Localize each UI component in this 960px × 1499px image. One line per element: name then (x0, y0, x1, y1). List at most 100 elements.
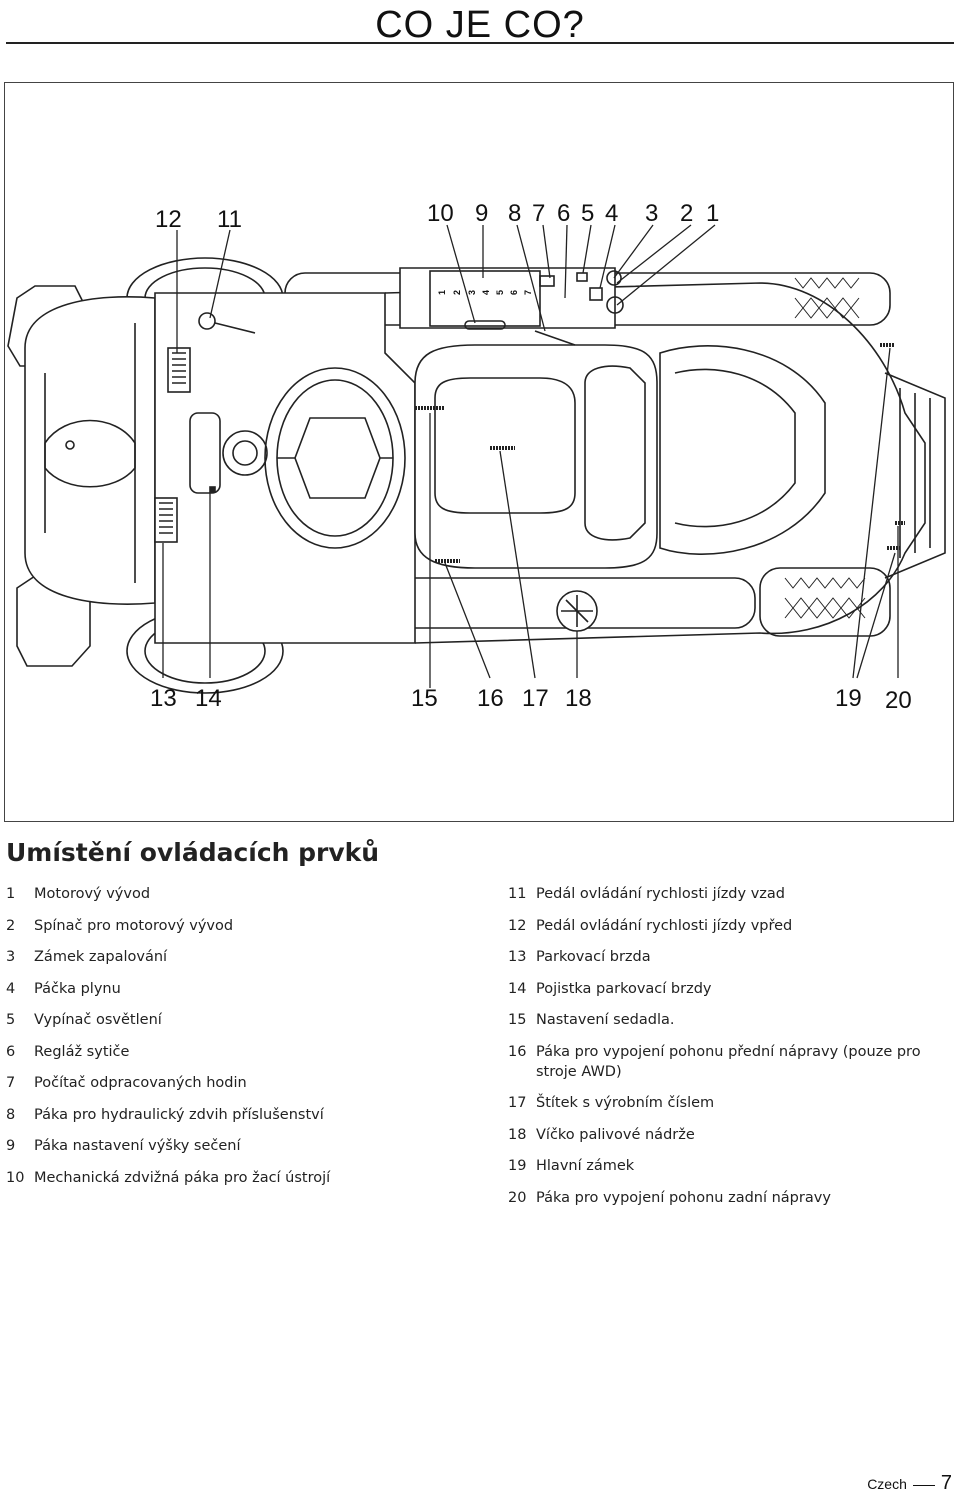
page-number: 7 (940, 1472, 952, 1494)
callout-20: 20 (885, 687, 912, 714)
rear-wheel-right (284, 567, 891, 637)
callout-10: 10 (427, 200, 454, 227)
footer-language: Czech (867, 1476, 907, 1492)
mower-diagram: 1 2 3 4 5 6 7 (7, 200, 946, 714)
legend-text: Pedál ovládání rychlosti jízdy vpřed (536, 917, 793, 934)
legend-number: 12 (508, 917, 527, 934)
legend-item: 11 Pedál ovládání rychlosti jízdy vzad (508, 884, 948, 904)
legend-number: 1 (6, 886, 16, 902)
legend-number: 2 (6, 917, 16, 934)
legend-item: 7 Počítač odpracovaných hodin (6, 1073, 466, 1093)
legend-text: Páka pro hydraulický zdvih příslušenství (34, 1106, 324, 1123)
callout-12: 12 (155, 206, 182, 233)
legend-number: 9 (6, 1138, 16, 1154)
legend-item: 10 Mechanická zdvižná páka pro žací ústro… (6, 1168, 466, 1188)
legend-number: 10 (6, 1169, 25, 1186)
fuel-cap (556, 590, 598, 632)
callout-6: 6 (557, 200, 570, 227)
legend-text: Regláž sytiče (34, 1043, 130, 1060)
callout-9: 9 (475, 200, 488, 227)
legend-number: 18 (508, 1126, 527, 1143)
panel-digit-7: 7 (523, 290, 533, 295)
panel-digit-4: 4 (481, 290, 491, 295)
legend-text: Spínač pro motorový vývod (34, 917, 234, 934)
footer-dash (912, 1484, 935, 1486)
legend-text: Víčko palivové nádrže (536, 1126, 695, 1143)
legend-text: Zámek zapalování (34, 949, 168, 965)
legend-text: Mechanická zdvižná páka pro žací ústrojí (34, 1169, 331, 1186)
legend-item: 3 Zámek zapalování (6, 947, 466, 967)
legend-item: 18 Víčko palivové nádrže (508, 1125, 948, 1145)
legend-number: 14 (508, 980, 527, 997)
legend-item: 16 Páka pro vypojení pohonu přední náprav… (508, 1042, 948, 1082)
legend-number: 13 (508, 949, 527, 965)
callout-5: 5 (581, 200, 594, 227)
legend-number: 4 (6, 980, 16, 997)
legend-item: 4 Páčka plynu (6, 979, 466, 999)
callout-19: 19 (835, 685, 862, 712)
legend-text: Páka pro vypojení pohonu přední nápravy … (536, 1043, 921, 1080)
seat (414, 344, 658, 569)
legend-item: 1 Motorový vývod (6, 884, 466, 904)
legend-text: Motorový vývod (34, 886, 151, 902)
legend-list-right: 11 Pedál ovládání rychlosti jízdy vzad 12… (508, 884, 948, 1219)
legend-number: 6 (6, 1043, 16, 1060)
legend-item: 5 Vypínač osvětlení (6, 1010, 466, 1030)
legend-item: 15 Nastavení sedadla. (508, 1010, 948, 1030)
pedal-reverse (154, 497, 178, 543)
legend-number: 11 (508, 886, 527, 902)
page-title: CO JE CO? (375, 4, 585, 46)
callout-15: 15 (411, 685, 438, 712)
pedal-forward (167, 347, 191, 393)
legend-text: Hlavní zámek (536, 1158, 635, 1174)
callout-17: 17 (522, 685, 549, 712)
legend-number: 19 (508, 1158, 527, 1174)
tread-pattern (784, 277, 866, 619)
legend-item: 8 Páka pro hydraulický zdvih příslušenstv… (6, 1105, 466, 1125)
legend-text: Počítač odpracovaných hodin (34, 1075, 247, 1091)
legend-text: Pedál ovládání rychlosti jízdy vzad (536, 886, 785, 902)
callout-1: 1 (706, 200, 719, 227)
legend-number: 8 (6, 1106, 16, 1123)
callout-18: 18 (565, 685, 592, 712)
legend-number: 20 (508, 1189, 527, 1206)
title-divider (6, 42, 954, 44)
legend-number: 7 (6, 1075, 16, 1091)
legend-number: 5 (6, 1012, 16, 1028)
legend-text: Páka pro vypojení pohonu zadní nápravy (536, 1189, 831, 1206)
legend-text: Nastavení sedadla. (536, 1012, 675, 1028)
legend-number: 3 (6, 949, 16, 965)
panel-digit-2: 2 (452, 290, 462, 295)
legend-item: 2 Spínač pro motorový vývod (6, 916, 466, 936)
callout-13: 13 (150, 685, 177, 712)
legend-text: Štítek s výrobním číslem (536, 1095, 715, 1111)
legend-item: 20 Páka pro vypojení pohonu zadní nápravy (508, 1188, 948, 1208)
legend-list-left: 1 Motorový vývod 2 Spínač pro motorový výv… (6, 884, 466, 1199)
legend-number: 17 (508, 1095, 527, 1111)
callout-8: 8 (508, 200, 521, 227)
panel-digit-6: 6 (509, 290, 519, 295)
callout-4: 4 (605, 200, 618, 227)
legend-item: 13 Parkovací brzda (508, 947, 948, 967)
legend-text: Parkovací brzda (536, 949, 651, 965)
legend-number: 15 (508, 1012, 527, 1028)
legend-text: Vypínač osvětlení (34, 1012, 162, 1028)
panel-digit-1: 1 (437, 290, 447, 295)
callout-3: 3 (645, 200, 658, 227)
callout-14: 14 (195, 685, 222, 712)
mower-top-view-figure: 1 2 3 4 5 6 7 (4, 82, 954, 822)
legend-item: 12 Pedál ovládání rychlosti jízdy vpřed (508, 916, 948, 936)
callout-11: 11 (217, 206, 242, 233)
panel-digit-5: 5 (495, 290, 505, 295)
callout-2: 2 (680, 200, 693, 227)
legend-item: 17 Štítek s výrobním číslem (508, 1093, 948, 1113)
panel-digit-3: 3 (467, 290, 477, 295)
steering-wheel (264, 367, 406, 549)
legend-item: 19 Hlavní zámek (508, 1156, 948, 1176)
callout-7: 7 (532, 200, 545, 227)
legend-text: Páčka plynu (34, 980, 121, 997)
legend-text: Páka nastavení výšky sečení (34, 1138, 241, 1154)
legend-item: 9 Páka nastavení výšky sečení (6, 1136, 466, 1156)
legend-number: 16 (508, 1043, 527, 1060)
callout-16: 16 (477, 685, 504, 712)
